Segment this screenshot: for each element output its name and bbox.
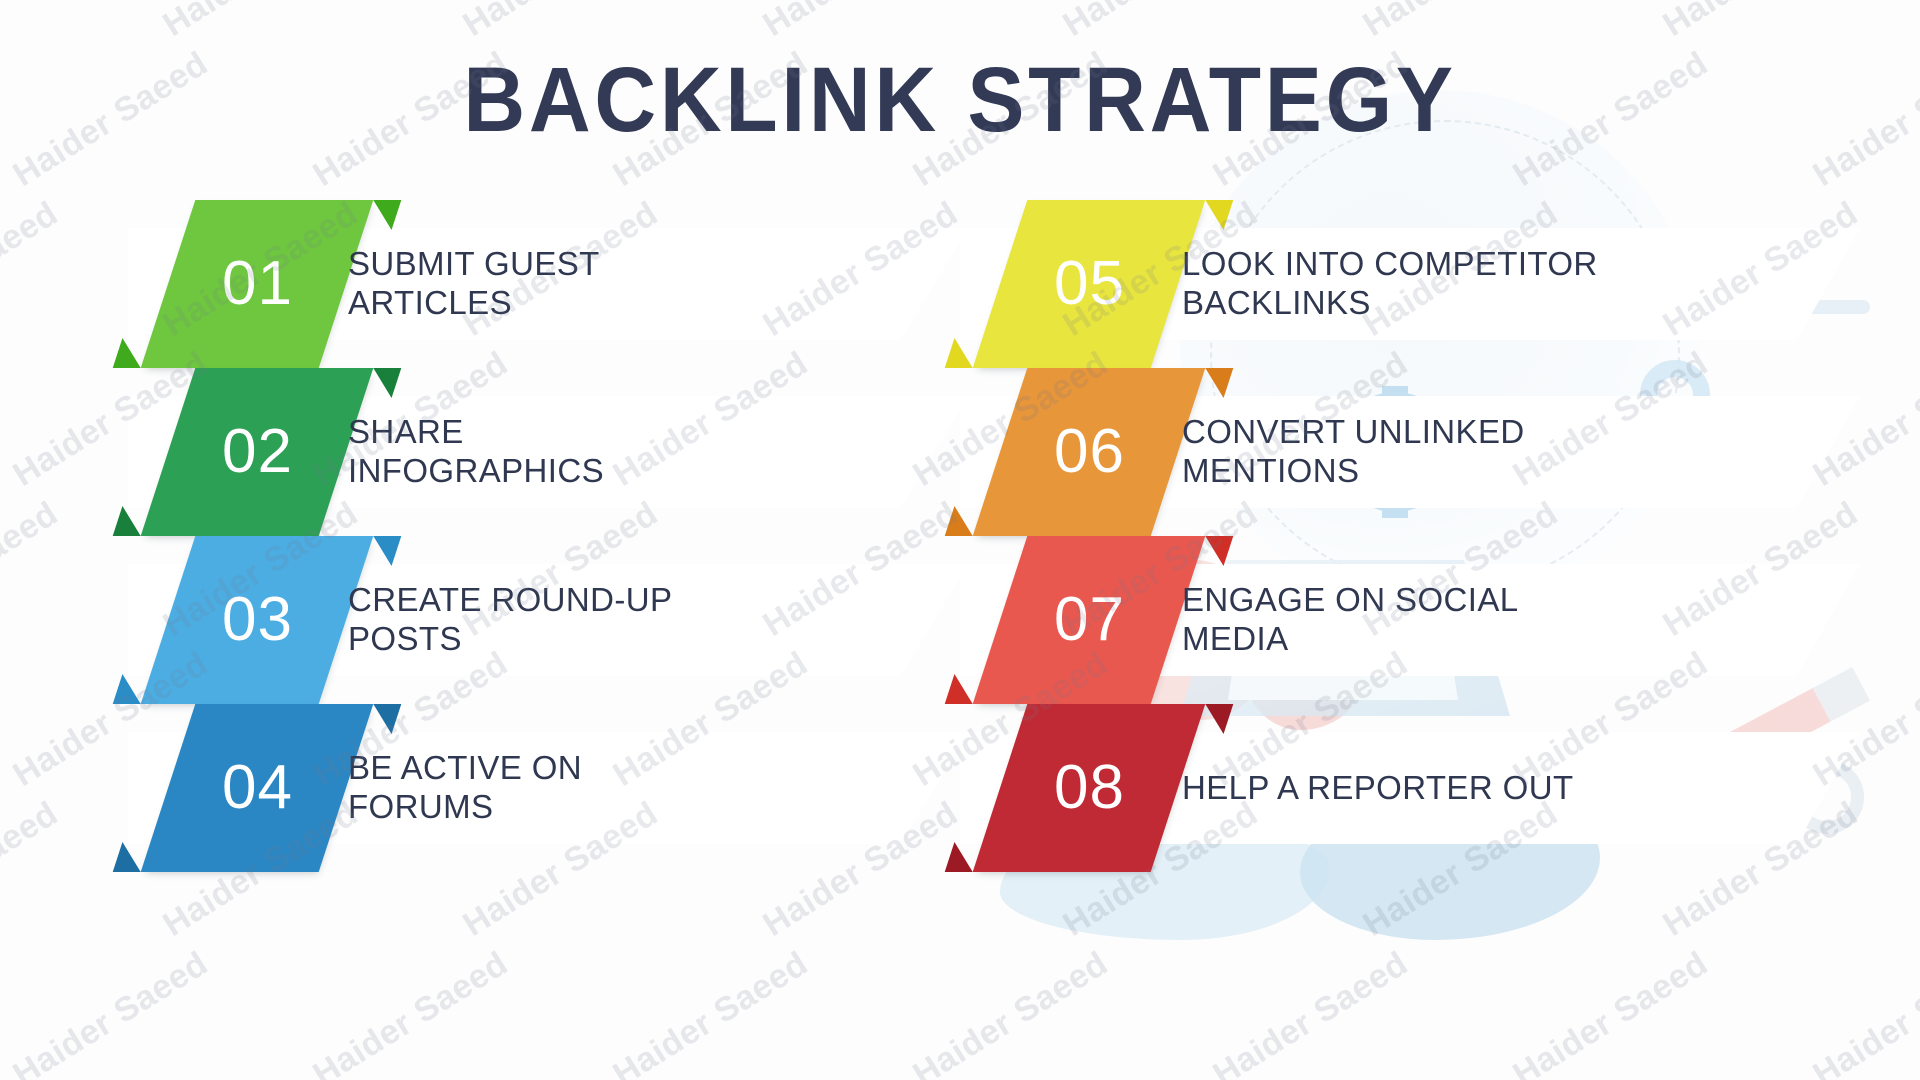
step-label-line: MEDIA <box>1182 620 1289 657</box>
step-label-line: CREATE ROUND-UP <box>348 581 673 619</box>
step-label-line: HELP A REPORTER OUT <box>1182 768 1574 806</box>
watermark-text: Haider Saeed <box>1506 944 1715 1080</box>
step-number: 03 <box>221 585 293 654</box>
step-number: 05 <box>1053 249 1125 318</box>
step-number-badge[interactable]: 03 <box>112 536 402 704</box>
step-label-line: BACKLINKS <box>1182 284 1371 321</box>
step-number: 01 <box>221 249 293 318</box>
step-number: 08 <box>1053 753 1125 822</box>
step-label-line: FORUMS <box>348 788 494 825</box>
watermark-text: Haider Saeed <box>306 944 515 1080</box>
step-label-line: SUBMIT GUEST <box>348 245 600 283</box>
step-number: 04 <box>221 753 293 822</box>
step-label-line: POSTS <box>348 620 462 657</box>
step-number: 06 <box>1053 417 1125 486</box>
step-label-line: ARTICLES <box>348 284 512 321</box>
watermark-text: Haider Saeed <box>1656 0 1864 45</box>
badge-fold-bottom-left <box>112 674 151 704</box>
step-label-line: MENTIONS <box>1182 452 1360 489</box>
step-label-line: SHARE <box>348 413 464 451</box>
step-number-badge[interactable]: 06 <box>944 368 1234 536</box>
badge-fold-bottom-left <box>112 506 151 536</box>
step-number-badge[interactable]: 02 <box>112 368 402 536</box>
step-row[interactable]: 08 HELP A REPORTER OUT <box>944 704 1920 872</box>
watermark-text: Haider Saeed <box>906 944 1115 1080</box>
step-label-line: INFOGRAPHICS <box>348 452 604 489</box>
watermark-text: Haider Saeed <box>456 0 664 45</box>
watermark-text: Haider Saeed <box>1806 944 1920 1080</box>
page-title: BACKLINK STRATEGY <box>463 49 1457 151</box>
step-number-badge[interactable]: 05 <box>944 200 1234 368</box>
step-label-line: BE ACTIVE ON <box>348 749 583 787</box>
step-number-badge[interactable]: 07 <box>944 536 1234 704</box>
step-number: 02 <box>221 417 293 486</box>
watermark-text: Haider Saeed <box>6 944 215 1080</box>
watermark-text: Haider Saeed <box>156 0 364 45</box>
watermark-text: Haider Saeed <box>0 0 65 45</box>
step-label: HELP A REPORTER OUT <box>1182 704 1742 872</box>
step-number-badge[interactable]: 04 <box>112 704 402 872</box>
watermark-text: Haider Saeed <box>606 944 815 1080</box>
watermark-text: Haider Saeed <box>1056 0 1264 45</box>
watermark-text: Haider Saeed <box>1206 944 1415 1080</box>
badge-fold-bottom-left <box>112 842 151 872</box>
step-label-line: ENGAGE ON SOCIAL <box>1182 581 1519 619</box>
step-number: 07 <box>1053 585 1125 654</box>
step-number-badge[interactable]: 01 <box>112 200 402 368</box>
step-label-line: LOOK INTO COMPETITOR <box>1182 245 1598 283</box>
watermark-text: Haider Saeed <box>1356 0 1564 45</box>
badge-fold-bottom-left <box>112 338 151 368</box>
step-number-badge[interactable]: 08 <box>944 704 1234 872</box>
step-label-line: CONVERT UNLINKED <box>1182 413 1525 451</box>
watermark-text: Haider Saeed <box>756 0 964 45</box>
